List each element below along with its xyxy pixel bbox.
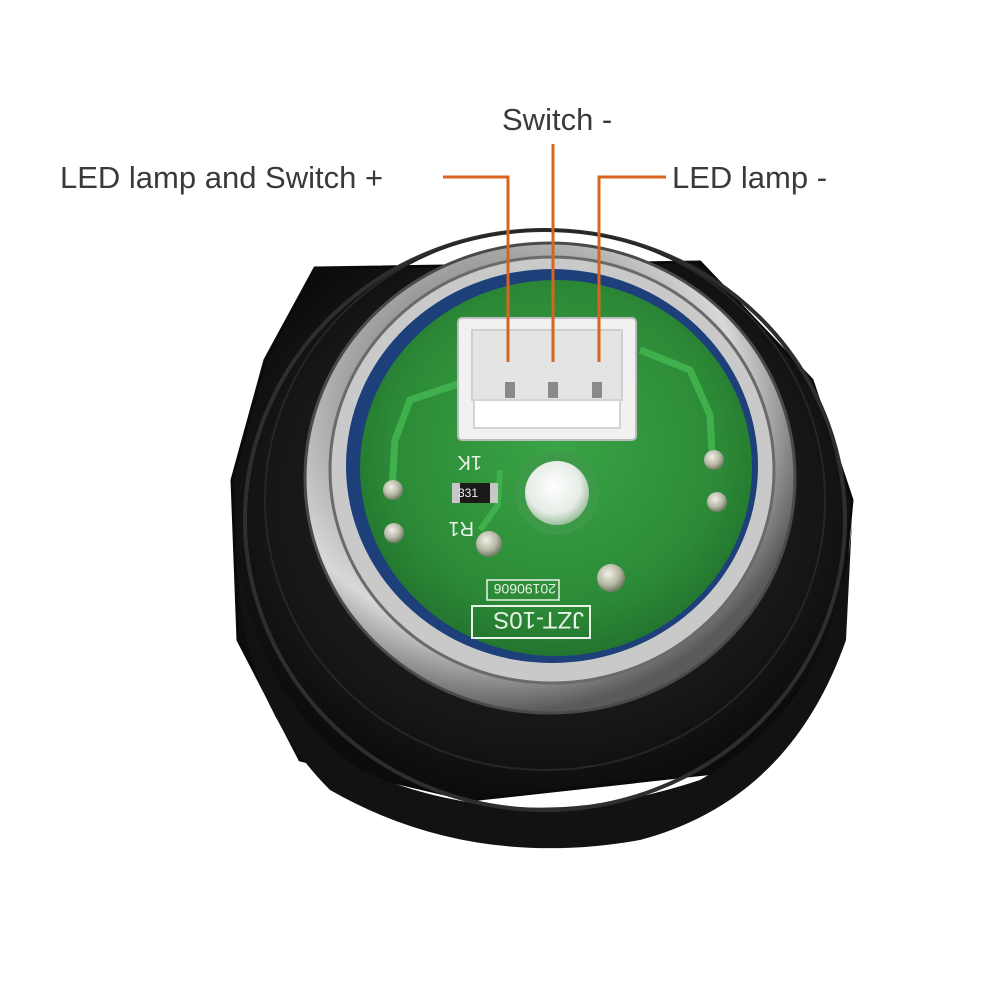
solder-pad [383, 480, 403, 500]
three-pin-connector [457, 317, 637, 441]
leader-line-plus [443, 175, 510, 362]
silk-resistor-value: 1K [457, 451, 482, 473]
solder-pad [704, 450, 724, 470]
resistor-r1 [452, 483, 498, 503]
silk-designator: R1 [448, 517, 474, 539]
model-box [471, 605, 591, 639]
label-led-and-switch-plus: LED lamp and Switch + [60, 160, 384, 195]
label-led-minus: LED lamp - [672, 160, 828, 195]
pcb-board: 1K 331 R1 20190606 JZT-10S [360, 280, 752, 656]
leader-line-led [597, 175, 666, 362]
silk-model: JZT-10S [493, 606, 584, 633]
date-code-box [486, 579, 560, 601]
solder-pad [384, 523, 404, 543]
led-lens [525, 461, 589, 525]
silk-date-code: 20190606 [493, 581, 556, 597]
solder-pad [707, 492, 727, 512]
solder-pad [476, 531, 502, 557]
solder-pad [597, 564, 625, 592]
silk-resistor-code: 331 [458, 486, 478, 500]
leader-lines [443, 144, 666, 362]
label-switch-minus: Switch - [502, 102, 613, 137]
